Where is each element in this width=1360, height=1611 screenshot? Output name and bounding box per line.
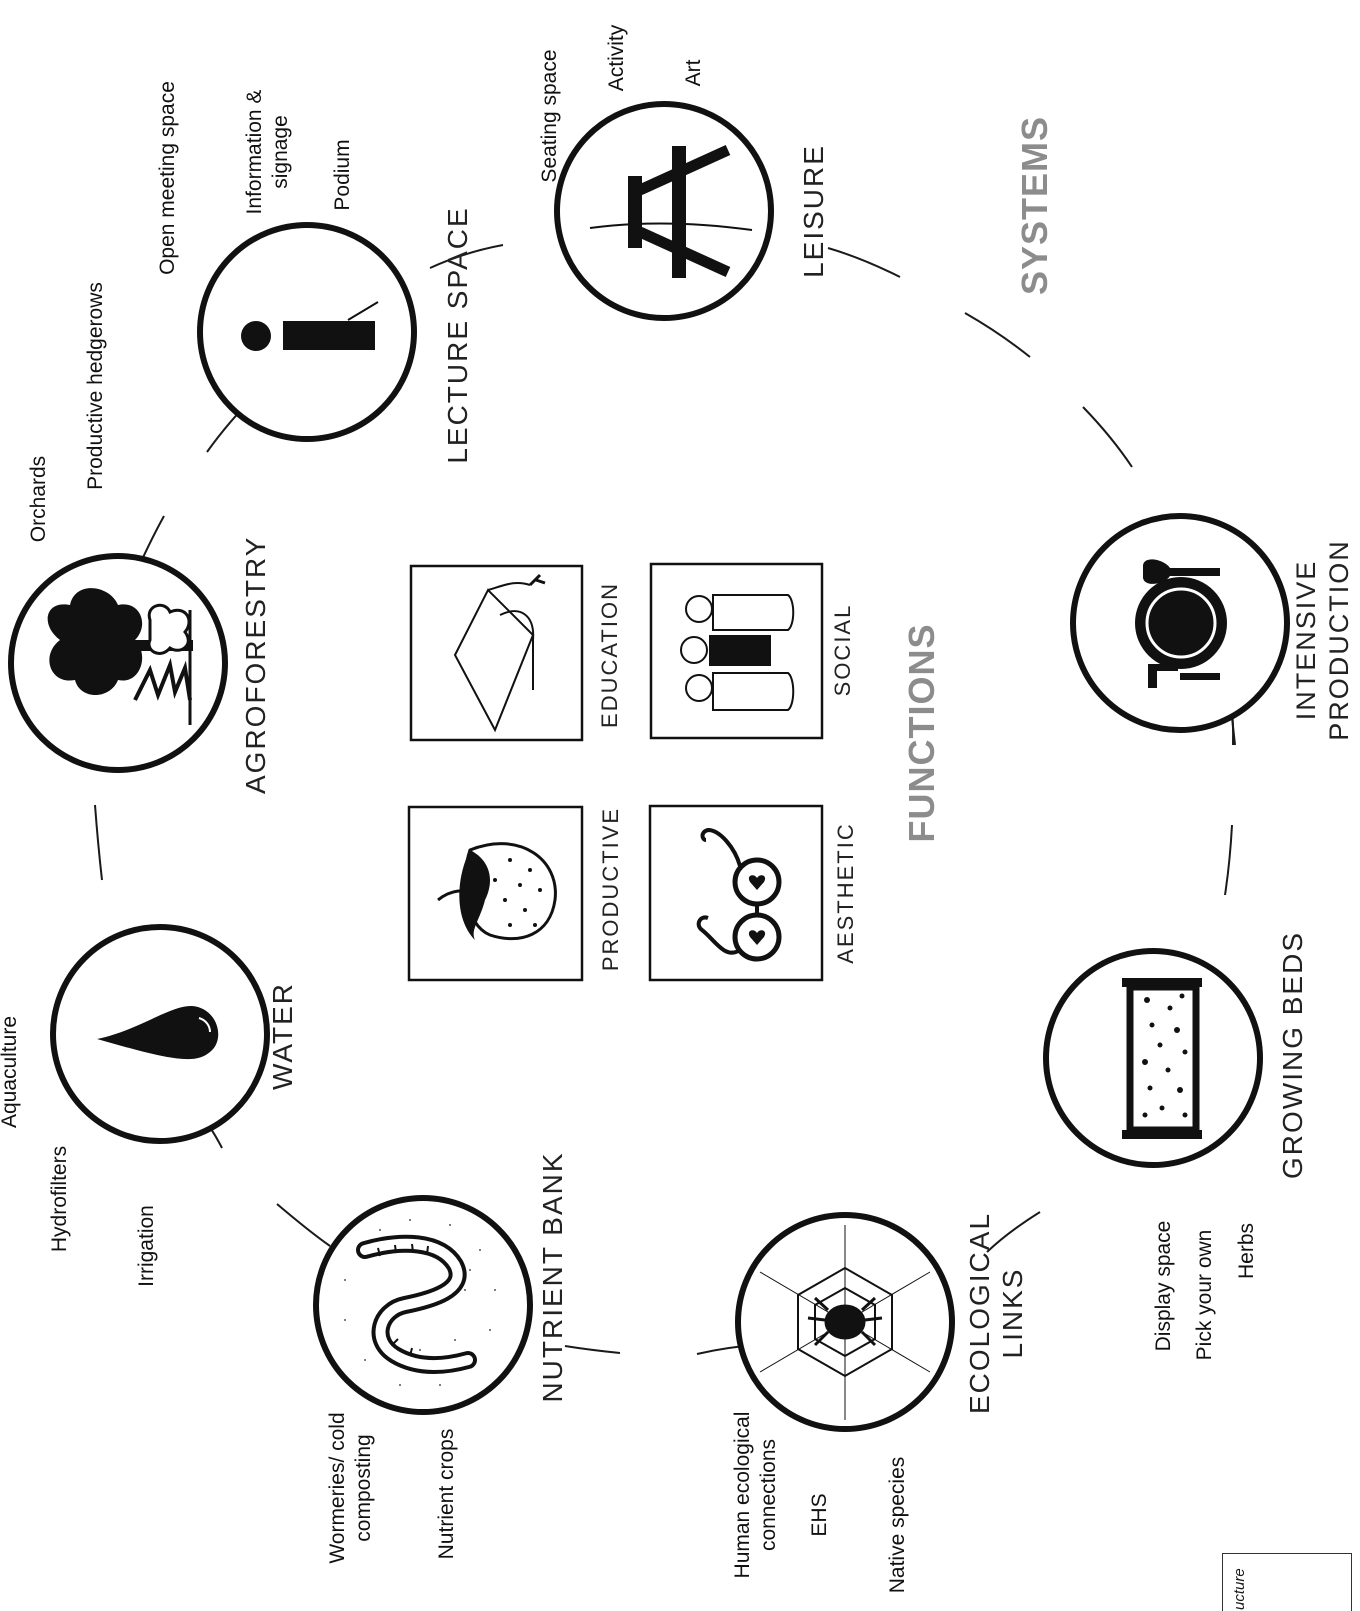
function-box-productive	[407, 805, 584, 982]
leisure-item-seating-space: Seating space	[538, 49, 561, 183]
systems-heading: SYSTEMS	[1014, 115, 1055, 295]
speckle-texture	[344, 1219, 496, 1386]
water-item-aquaculture: Aquaculture	[0, 1015, 21, 1129]
growing-beds-node	[1043, 948, 1263, 1168]
ecological-links-node	[735, 1212, 955, 1432]
leisure-item-activity: Activity	[605, 24, 628, 92]
social-label: SOCIAL	[830, 603, 855, 697]
info-icon	[241, 301, 379, 351]
function-box-social	[649, 562, 824, 740]
ecological-links-label: ECOLOGICAL LINKS	[964, 1211, 1028, 1415]
growing-beds-item-herbs: Herbs	[1235, 1222, 1258, 1280]
functions-heading: FUNCTIONS	[901, 623, 942, 843]
lecture-item-open-meeting: Open meeting space	[156, 81, 179, 275]
lecture-item-podium: Podium	[331, 139, 354, 211]
lecture-space-node	[197, 222, 417, 442]
nutrient-bank-item-wormeries: Wormeries/ cold composting	[326, 1412, 375, 1564]
nutrient-bank-item-nutrient-crops: Nutrient crops	[435, 1428, 458, 1560]
intensive-production-node	[1070, 513, 1290, 733]
picnic-table-icon	[589, 144, 753, 278]
function-box-education	[409, 564, 584, 742]
people-group-icon	[680, 594, 795, 711]
leisure-label: LEISURE	[798, 144, 829, 278]
nutrient-bank-node	[313, 1195, 533, 1415]
raised-bed-icon	[1122, 978, 1202, 1139]
strawberry-icon	[437, 842, 557, 941]
legend-box: ucture	[1222, 1553, 1352, 1611]
water-item-irrigation: Irrigation	[135, 1205, 158, 1287]
productive-label: PRODUCTIVE	[598, 806, 623, 972]
graduation-cap-icon	[453, 573, 546, 733]
leisure-node	[554, 101, 774, 321]
growing-beds-item-display-space: Display space	[1152, 1220, 1175, 1352]
worm-icon	[356, 1234, 477, 1374]
water-node	[50, 924, 270, 1144]
spider-web-icon	[759, 1225, 931, 1420]
agroforestry-item-orchards: Orchards	[27, 455, 50, 543]
ecological-item-human-connections: Human ecological connections	[731, 1411, 780, 1579]
plate-cutlery-icon	[1135, 559, 1227, 688]
agroforestry-label: AGROFORESTRY	[240, 535, 271, 794]
growing-beds-item-pick-your-own: Pick your own	[1193, 1229, 1216, 1361]
tree-icon	[47, 588, 193, 725]
nutrient-bank-label: NUTRIENT BANK	[537, 1151, 568, 1403]
legend-fragment-text: ucture	[1231, 1568, 1248, 1610]
lecture-space-label: LECTURE SPACE	[442, 206, 473, 464]
water-item-hydrofilters: Hydrofilters	[48, 1145, 71, 1253]
intensive-production-label: INTENSIVE PRODUCTION	[1291, 539, 1354, 741]
leisure-item-art: Art	[682, 59, 705, 87]
education-label: EDUCATION	[597, 582, 622, 728]
function-box-aesthetic	[648, 804, 824, 982]
lecture-item-information-signage: Information & signage	[243, 89, 292, 215]
agroforestry-item-hedgerows: Productive hedgerows	[84, 282, 107, 490]
growing-beds-label: GROWING BEDS	[1277, 931, 1308, 1180]
heart-glasses-icon	[696, 827, 782, 962]
ecological-item-ehs: EHS	[808, 1493, 831, 1537]
agroforestry-node	[8, 553, 228, 773]
ecological-item-native-species: Native species	[886, 1456, 909, 1594]
aesthetic-label: AESTHETIC	[833, 822, 858, 964]
water-drop-icon	[97, 1005, 219, 1060]
water-label: WATER	[267, 982, 298, 1090]
